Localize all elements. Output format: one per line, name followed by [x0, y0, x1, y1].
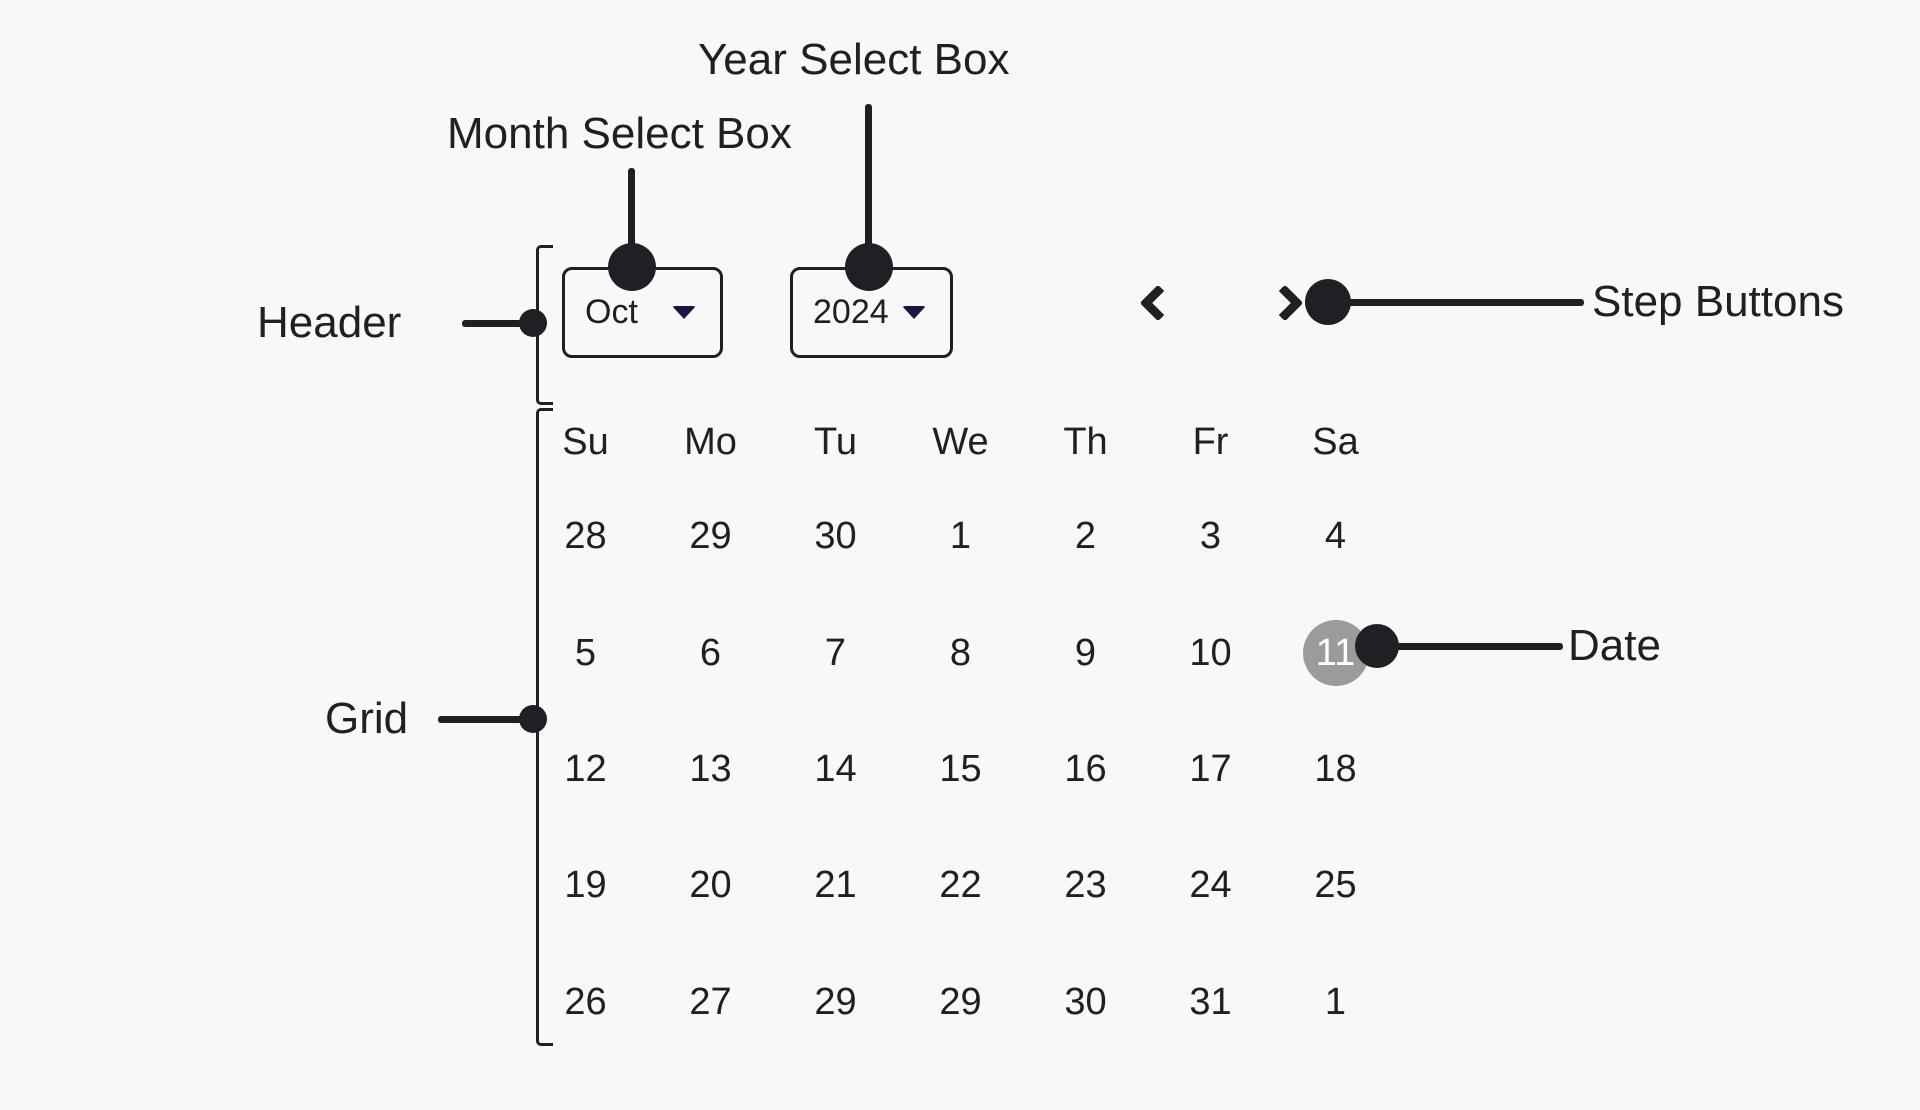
annotation-month-select-label: Month Select Box [447, 109, 792, 158]
callout-dot-month [608, 243, 656, 291]
calendar-row: 28 29 30 1 2 3 4 [523, 478, 1398, 594]
callout-dot-grid [519, 705, 547, 733]
callout-dot-header [519, 309, 547, 337]
weekday-cell: Th [1063, 420, 1108, 463]
date-cell[interactable]: 25 [1314, 863, 1357, 906]
weekday-cell: Fr [1192, 420, 1229, 463]
weekday-cell: Su [562, 420, 609, 463]
annotation-year-select-label: Year Select Box [698, 35, 1010, 84]
callout-line-year [865, 104, 872, 268]
date-cell[interactable]: 4 [1324, 514, 1347, 557]
calendar-row: 12 13 14 15 16 17 18 [523, 711, 1398, 827]
callout-dot-date [1355, 624, 1399, 668]
date-cell[interactable]: 10 [1189, 631, 1232, 674]
annotation-date-label: Date [1568, 621, 1661, 670]
date-cell[interactable]: 17 [1189, 747, 1232, 790]
annotation-step-buttons-label: Step Buttons [1592, 277, 1844, 326]
weekday-cell: We [932, 420, 989, 463]
weekday-cell: Tu [814, 420, 857, 463]
date-cell[interactable]: 1 [1324, 980, 1347, 1023]
date-cell[interactable]: 21 [814, 863, 857, 906]
dropdown-caret-icon [672, 306, 696, 319]
date-cell[interactable]: 27 [689, 980, 732, 1023]
calendar-row: 26 27 29 29 30 31 1 [523, 944, 1398, 1060]
callout-dot-year [845, 243, 893, 291]
date-cell[interactable]: 15 [939, 747, 982, 790]
date-cell[interactable]: 28 [564, 514, 607, 557]
date-cell[interactable]: 3 [1199, 514, 1222, 557]
date-cell[interactable]: 13 [689, 747, 732, 790]
calendar-row: 19 20 21 22 23 24 25 [523, 827, 1398, 943]
date-cell[interactable]: 1 [949, 514, 972, 557]
prev-step-button[interactable] [1129, 279, 1177, 327]
annotation-header-label: Header [257, 298, 402, 347]
date-cell[interactable]: 9 [1074, 631, 1097, 674]
date-cell[interactable]: 12 [564, 747, 607, 790]
date-cell[interactable]: 6 [699, 631, 722, 674]
annotation-grid-label: Grid [325, 694, 409, 743]
weekday-cell: Mo [684, 420, 737, 463]
date-cell[interactable]: 7 [824, 631, 847, 674]
date-cell[interactable]: 14 [814, 747, 857, 790]
chevron-left-icon [1139, 284, 1177, 322]
date-cell[interactable]: 26 [564, 980, 607, 1023]
dropdown-caret-icon [902, 306, 926, 319]
date-cell[interactable]: 29 [814, 980, 857, 1023]
date-cell[interactable]: 31 [1189, 980, 1232, 1023]
date-cell[interactable]: 30 [1064, 980, 1107, 1023]
date-cell[interactable]: 5 [574, 631, 597, 674]
date-cell[interactable]: 18 [1314, 747, 1357, 790]
weekday-cell: Sa [1312, 420, 1359, 463]
callout-dot-step [1305, 279, 1351, 325]
date-cell[interactable]: 8 [949, 631, 972, 674]
date-cell[interactable]: 23 [1064, 863, 1107, 906]
month-select-value: Oct [585, 293, 638, 331]
callout-line-grid [438, 716, 534, 723]
date-cell[interactable]: 29 [689, 514, 732, 557]
date-cell[interactable]: 24 [1189, 863, 1232, 906]
callout-line-month [628, 168, 635, 268]
year-select-value: 2024 [813, 293, 889, 331]
callout-line-date [1377, 643, 1563, 650]
date-cell[interactable]: 19 [564, 863, 607, 906]
callout-line-header [462, 320, 534, 327]
weekday-row: Su Mo Tu We Th Fr Sa [523, 384, 1398, 500]
date-cell[interactable]: 20 [689, 863, 732, 906]
date-cell[interactable]: 30 [814, 514, 857, 557]
date-cell[interactable]: 29 [939, 980, 982, 1023]
date-cell[interactable]: 22 [939, 863, 982, 906]
chevron-right-icon [1266, 284, 1304, 322]
date-cell[interactable]: 16 [1064, 747, 1107, 790]
date-cell[interactable]: 2 [1074, 514, 1097, 557]
callout-line-step [1328, 299, 1584, 306]
